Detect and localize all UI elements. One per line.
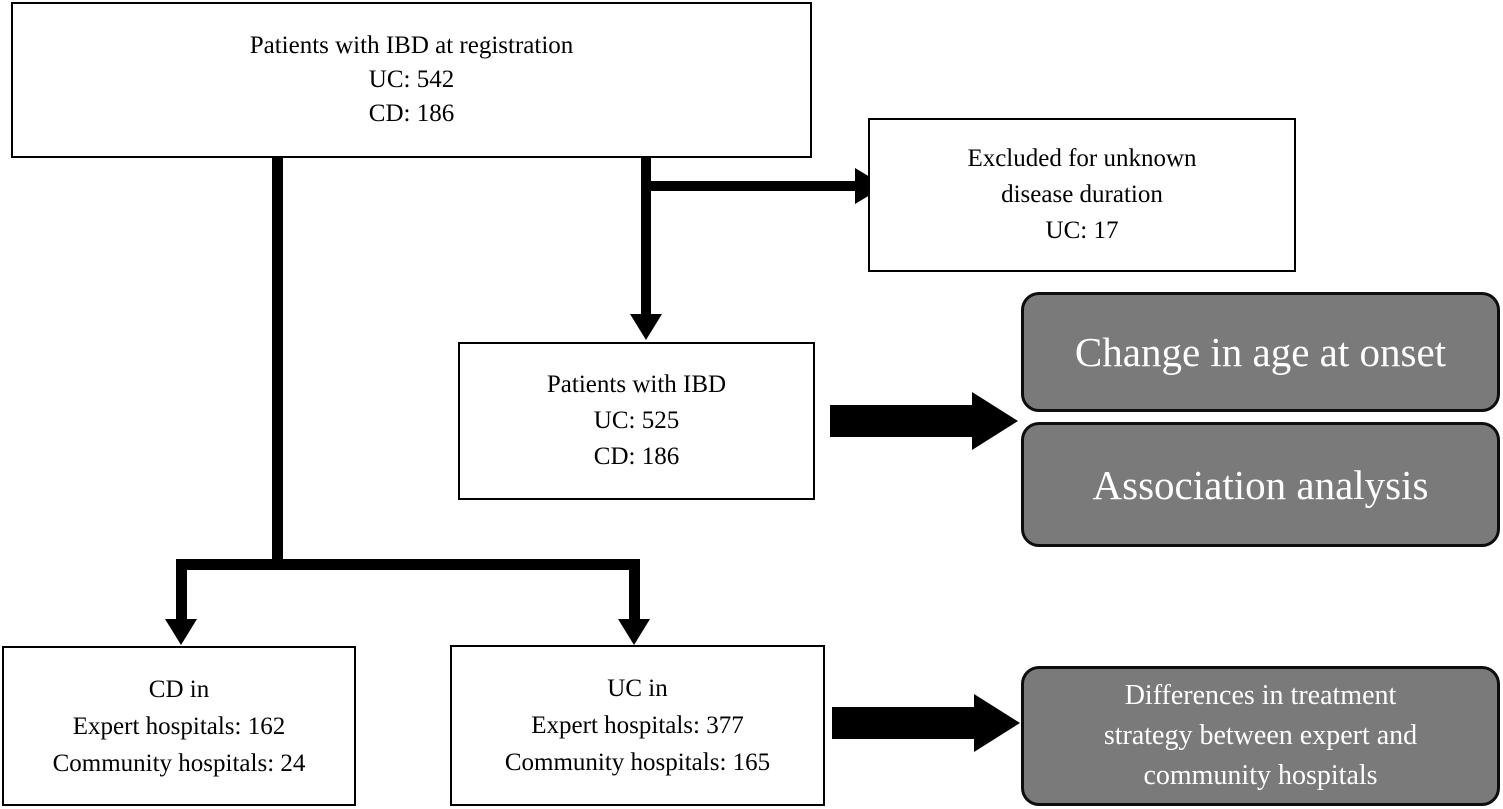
outcome-change-in-age-at-onset: Change in age at onset: [1021, 292, 1500, 412]
block-arrow-right-icon-treatment: [832, 694, 1022, 752]
block-arrow-head: [972, 392, 1018, 450]
node-line: Expert hospitals: 377: [531, 712, 744, 739]
node-line: Expert hospitals: 162: [72, 712, 286, 740]
connector-split-to-cd: [176, 559, 187, 625]
node-line: disease duration: [1001, 181, 1163, 208]
node-excluded-unknown-duration: Excluded for unknown disease duration UC…: [868, 118, 1296, 272]
outcome-association-analysis: Association analysis: [1021, 422, 1500, 547]
arrowhead-down-icon-ibd: [630, 314, 662, 340]
node-line: UC in: [607, 675, 668, 702]
node-patients-with-ibd: Patients with IBD UC: 525 CD: 186: [458, 342, 815, 500]
outcome-treatment-differences: Differences in treatment strategy betwee…: [1021, 666, 1500, 806]
connector-split-to-uc: [629, 559, 640, 625]
node-patients-at-registration: Patients with IBD at registration UC: 54…: [11, 2, 812, 158]
outcome-line: Differences in treatment: [1124, 680, 1397, 711]
block-arrow-shaft: [832, 707, 978, 739]
block-arrow-shaft: [830, 405, 976, 437]
node-line: Community hospitals: 165: [504, 749, 771, 776]
node-uc-by-hospital: UC in Expert hospitals: 377 Community ho…: [450, 645, 825, 806]
node-line: CD: 186: [368, 100, 455, 127]
node-line: UC: 17: [1045, 217, 1119, 244]
node-line: UC: 542: [368, 66, 455, 93]
node-line: UC: 525: [593, 407, 680, 434]
outcome-line: strategy between expert and: [1103, 720, 1418, 751]
connector-registration-to-excluded: [641, 181, 861, 191]
node-line: CD: 186: [593, 443, 680, 470]
outcome-line: community hospitals: [1143, 760, 1378, 791]
connector-split-bar: [176, 559, 640, 570]
node-line: Patients with IBD: [546, 371, 727, 398]
node-line: Patients with IBD at registration: [249, 32, 574, 59]
arrowhead-down-icon-cd: [165, 619, 197, 645]
node-line: CD in: [148, 675, 210, 703]
node-line: Community hospitals: 24: [52, 749, 306, 777]
node-cd-by-hospital: CD in Expert hospitals: 162 Community ho…: [2, 646, 356, 806]
connector-registration-to-ibd: [641, 156, 651, 316]
block-arrow-right-icon-outcomes: [830, 392, 1020, 450]
outcome-line: Association analysis: [1092, 461, 1429, 508]
arrowhead-down-icon-uc: [618, 619, 650, 645]
connector-registration-trunk: [272, 156, 283, 566]
block-arrow-head: [974, 694, 1020, 752]
outcome-line: Change in age at onset: [1074, 329, 1447, 375]
node-line: Excluded for unknown: [967, 145, 1197, 172]
